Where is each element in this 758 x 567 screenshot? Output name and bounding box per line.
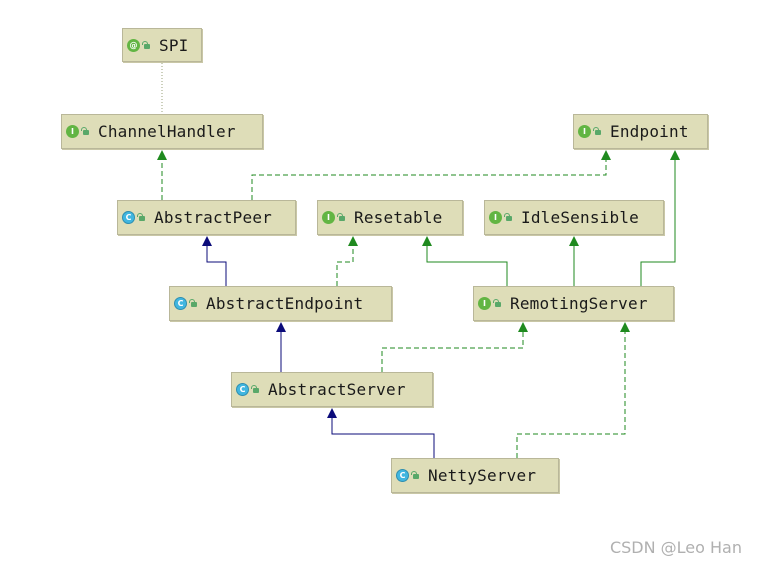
node-label: Endpoint bbox=[610, 122, 689, 141]
lock-icon bbox=[81, 127, 90, 136]
node-abstractpeer[interactable]: C AbstractPeer bbox=[117, 200, 296, 235]
node-nettyserver[interactable]: C NettyServer bbox=[391, 458, 559, 493]
edge-abstractendpoint-resetable bbox=[336, 246, 354, 286]
interface-icon: I bbox=[578, 125, 591, 138]
class-icon: C bbox=[236, 383, 249, 396]
node-label: AbstractEndpoint bbox=[206, 294, 364, 313]
arrowhead-endpoint-2 bbox=[670, 150, 680, 160]
annotation-icon: @ bbox=[127, 38, 140, 52]
arrowhead-remotingserver-2 bbox=[620, 322, 630, 332]
lock-icon bbox=[189, 299, 198, 308]
node-resetable[interactable]: I Resetable bbox=[317, 200, 463, 235]
interface-icon: I bbox=[66, 125, 79, 138]
edge-nettyserver-remotingserver bbox=[516, 332, 626, 458]
node-label: NettyServer bbox=[428, 466, 537, 485]
arrowhead-abstractendpoint bbox=[276, 322, 286, 332]
node-label: AbstractServer bbox=[268, 380, 406, 399]
class-icon: C bbox=[122, 211, 135, 224]
node-channelhandler[interactable]: I ChannelHandler bbox=[61, 114, 263, 149]
lock-icon bbox=[504, 213, 513, 222]
edge-remotingserver-endpoint bbox=[640, 160, 676, 286]
node-endpoint[interactable]: I Endpoint bbox=[573, 114, 708, 149]
edge-abstractserver-remotingserver bbox=[381, 332, 524, 372]
arrowhead-abstractserver bbox=[327, 408, 337, 418]
edge-abstractendpoint-abstractpeer bbox=[206, 246, 227, 286]
lock-icon bbox=[493, 299, 502, 308]
node-label: ChannelHandler bbox=[98, 122, 236, 141]
interface-icon: I bbox=[489, 211, 502, 224]
arrowhead-abstractpeer bbox=[202, 236, 212, 246]
node-remotingserver[interactable]: I RemotingServer bbox=[473, 286, 674, 321]
lock-icon bbox=[337, 213, 346, 222]
node-label: AbstractPeer bbox=[154, 208, 272, 227]
interface-icon: I bbox=[478, 297, 491, 310]
edge-abstractpeer-endpoint bbox=[251, 160, 607, 200]
node-abstractserver[interactable]: C AbstractServer bbox=[231, 372, 433, 407]
lock-icon bbox=[137, 213, 146, 222]
arrowhead-resetable-2 bbox=[422, 236, 432, 246]
edge-nettyserver-abstractserver bbox=[331, 418, 435, 458]
node-label: SPI bbox=[159, 35, 189, 55]
lock-icon bbox=[251, 385, 260, 394]
arrowhead-endpoint-1 bbox=[601, 150, 611, 160]
node-label: IdleSensible bbox=[521, 208, 639, 227]
class-icon: C bbox=[174, 297, 187, 310]
lock-icon bbox=[593, 127, 602, 136]
interface-icon: I bbox=[322, 211, 335, 224]
arrowhead-remotingserver-1 bbox=[518, 322, 528, 332]
node-abstractendpoint[interactable]: C AbstractEndpoint bbox=[169, 286, 392, 321]
arrowhead-resetable-1 bbox=[348, 236, 358, 246]
class-icon: C bbox=[396, 469, 409, 482]
node-label: Resetable bbox=[354, 208, 443, 227]
lock-icon bbox=[411, 471, 420, 480]
lock-icon bbox=[142, 40, 151, 50]
edge-remotingserver-resetable bbox=[426, 246, 508, 286]
node-label: RemotingServer bbox=[510, 294, 648, 313]
node-spi[interactable]: @ SPI bbox=[122, 28, 202, 62]
node-idlesensible[interactable]: I IdleSensible bbox=[484, 200, 664, 235]
arrowhead-idlesensible bbox=[569, 236, 579, 246]
watermark: CSDN @Leo Han bbox=[609, 538, 742, 557]
arrowhead-channelhandler bbox=[157, 150, 167, 160]
